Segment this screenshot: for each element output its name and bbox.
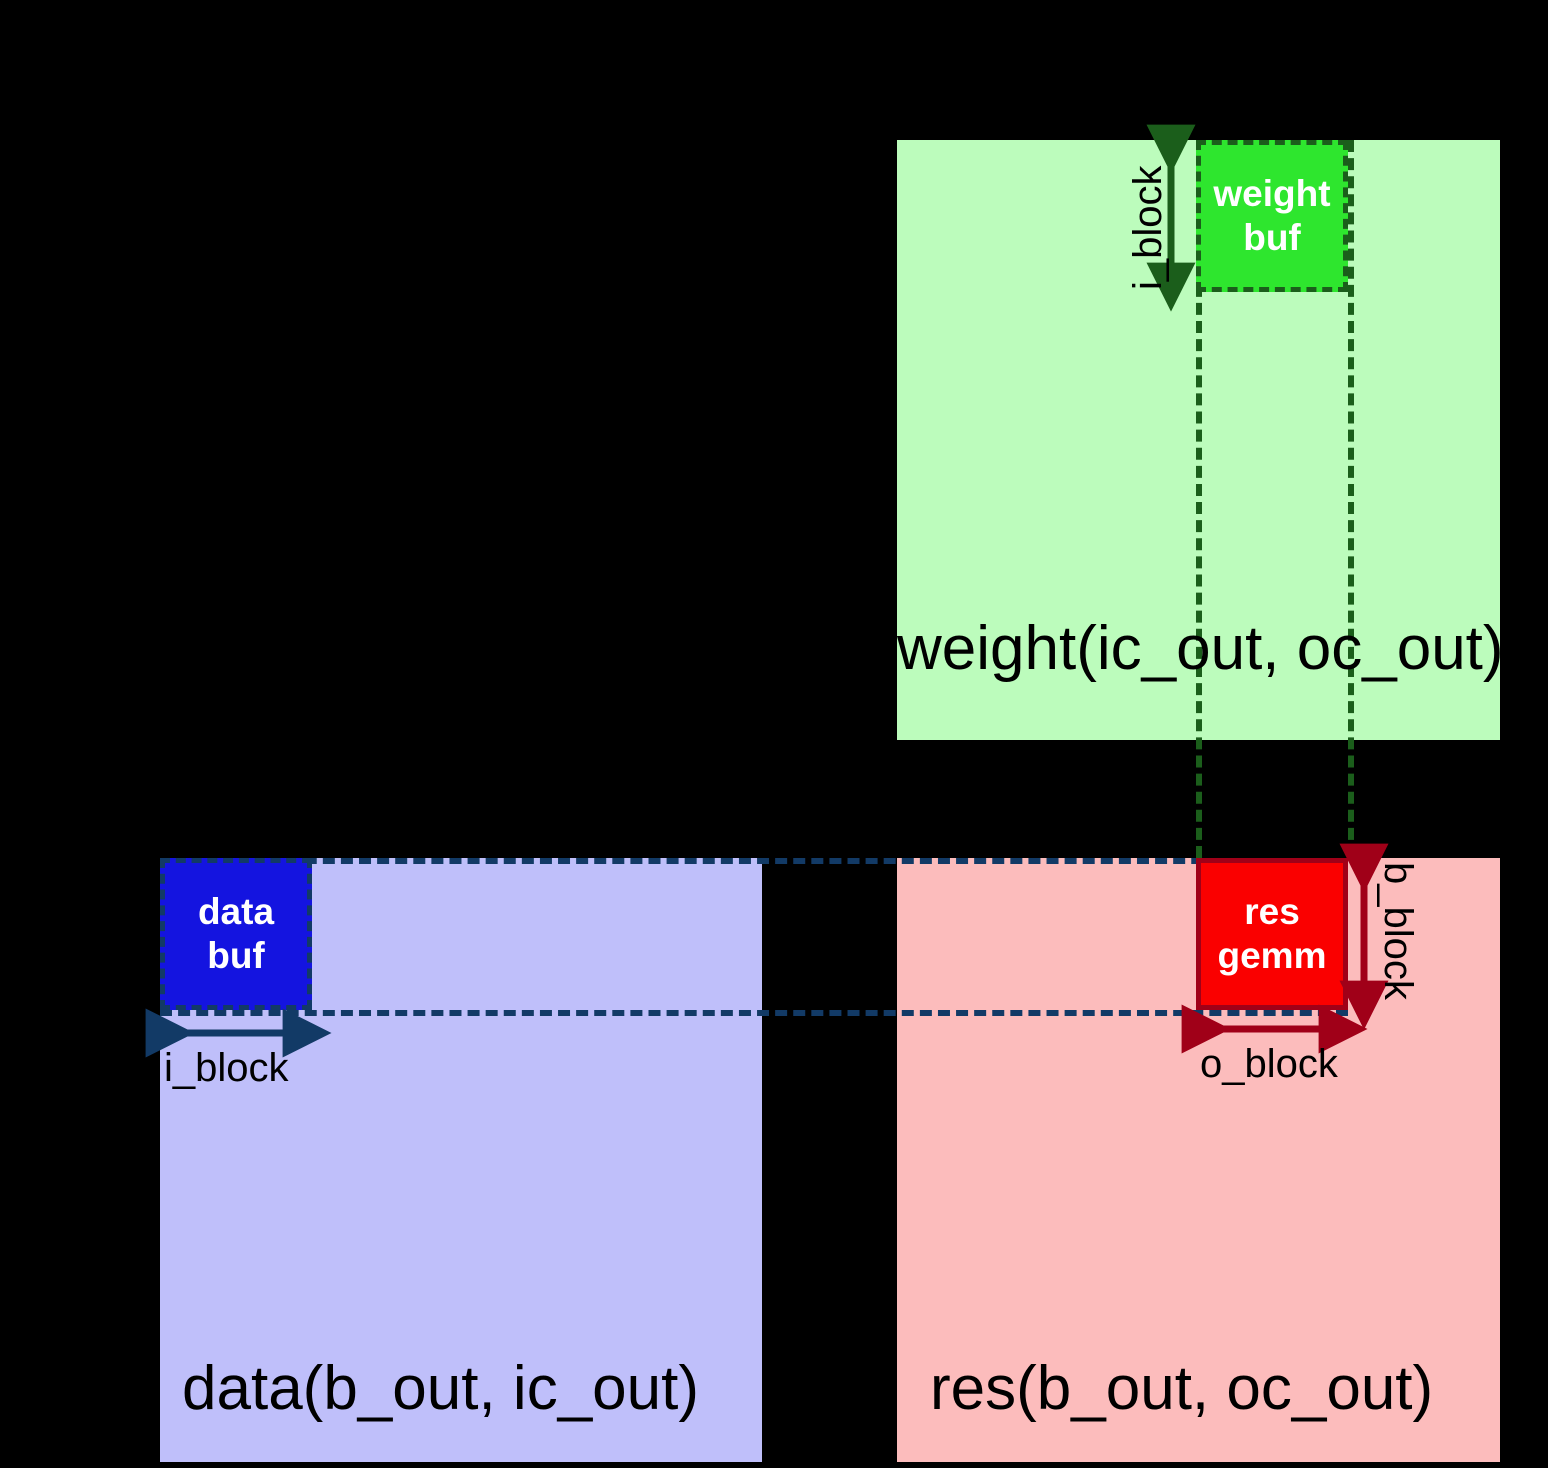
res-gemm-label-line1: res xyxy=(1244,891,1300,933)
i-block-weight-label: i_block xyxy=(1126,165,1170,290)
data-row-guide-top xyxy=(160,858,1348,864)
res-matrix-label: res(b_out, oc_out) xyxy=(930,1354,1434,1423)
weight-buf-label-line2: buf xyxy=(1243,217,1301,258)
res-gemm-block[interactable]: res gemm xyxy=(1196,858,1348,1010)
weight-column-guide-left xyxy=(1196,140,1202,858)
weight-matrix-label: weight(ic_out, oc_out) xyxy=(897,614,1504,683)
weight-column-guide-right xyxy=(1348,140,1354,858)
weight-buf-block[interactable]: weight buf xyxy=(1196,140,1348,292)
res-gemm-label-line2: gemm xyxy=(1217,935,1327,976)
data-buf-label-line2: buf xyxy=(207,935,265,976)
data-buf-label-line1: data xyxy=(197,891,275,933)
data-row-guide-bottom xyxy=(160,1010,1348,1016)
data-buf-block[interactable]: data buf xyxy=(160,858,312,1010)
b-block-label: b_block xyxy=(1376,862,1420,1000)
i-block-data-label: i_block xyxy=(164,1046,289,1090)
data-matrix-label: data(b_out, ic_out) xyxy=(182,1354,700,1423)
weight-buf-label-line1: weight xyxy=(1213,173,1331,215)
o-block-label: o_block xyxy=(1200,1042,1338,1086)
